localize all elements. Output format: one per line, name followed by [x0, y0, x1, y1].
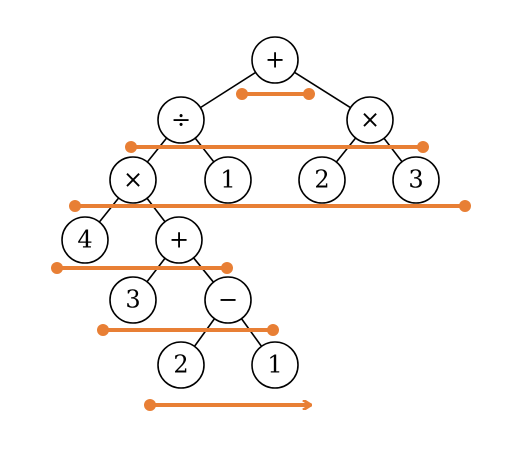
- edge-divide-to-times-left: [146, 137, 168, 163]
- tree-node-times-right: ×: [346, 96, 394, 144]
- node-circle: [157, 341, 205, 389]
- node-circle: [392, 156, 440, 204]
- tree-node-two-a: 2: [298, 156, 346, 204]
- edge-times-left-to-plus-inner: [146, 197, 166, 223]
- edge-minus-to-two-b: [193, 318, 216, 347]
- tree-node-four: 4: [61, 216, 109, 264]
- tree-node-plus-inner: +: [155, 216, 203, 264]
- traversal-line-level-0: [236, 88, 315, 100]
- traversal-line-level-3: [51, 262, 233, 274]
- traversal-line-level-1: [125, 141, 429, 153]
- tree-edges: [98, 71, 403, 347]
- node-circle: [346, 96, 394, 144]
- node-circle: [109, 276, 157, 324]
- traversal-start-dot: [144, 399, 156, 411]
- node-circle: [61, 216, 109, 264]
- edge-divide-to-one-a: [194, 137, 215, 163]
- traversal-end-dot: [417, 141, 429, 153]
- node-circle: [251, 36, 299, 84]
- tree-node-root-plus: +: [251, 36, 299, 84]
- node-circle: [109, 156, 157, 204]
- node-label: 4: [77, 226, 92, 254]
- node-circle: [204, 156, 252, 204]
- edge-times-right-to-two-a: [335, 137, 357, 163]
- node-label: 2: [314, 166, 329, 194]
- node-circle: [251, 341, 299, 389]
- tree-node-one-b: 1: [251, 341, 299, 389]
- node-circle: [155, 216, 203, 264]
- tree-node-three-b: 3: [109, 276, 157, 324]
- tree-node-one-a: 1: [204, 156, 252, 204]
- traversal-start-dot: [236, 88, 248, 100]
- tree-node-two-b: 2: [157, 341, 205, 389]
- edge-root-plus-to-divide: [199, 71, 257, 109]
- traversal-line-level-2: [69, 200, 471, 212]
- traversal-line-level-5: [144, 399, 312, 411]
- node-label: ×: [123, 166, 143, 194]
- node-label: +: [265, 46, 285, 74]
- node-circle: [204, 276, 252, 324]
- tree-node-minus: −: [204, 276, 252, 324]
- tree-node-three-a: 3: [392, 156, 440, 204]
- tree-node-times-left: ×: [109, 156, 157, 204]
- edge-minus-to-one-b: [240, 318, 263, 347]
- level-order-traversal-lines: [51, 88, 471, 411]
- node-label: 1: [220, 166, 235, 194]
- traversal-line-level-4: [97, 324, 279, 336]
- edge-times-left-to-four: [98, 197, 120, 223]
- node-label: 3: [125, 286, 140, 314]
- traversal-start-dot: [97, 324, 109, 336]
- node-label: 2: [173, 351, 188, 379]
- traversal-end-dot: [303, 88, 315, 100]
- tree-nodes: + ÷ × × 1 2 3 4 +3 − 2 1: [61, 36, 440, 389]
- node-label: 1: [267, 351, 282, 379]
- node-circle: [157, 96, 205, 144]
- node-label: +: [169, 226, 189, 254]
- node-circle: [298, 156, 346, 204]
- traversal-start-dot: [69, 200, 81, 212]
- node-label: −: [218, 286, 238, 314]
- node-label: ×: [360, 106, 380, 134]
- edge-times-right-to-three-a: [383, 137, 403, 163]
- traversal-start-dot: [51, 262, 63, 274]
- traversal-end-dot: [267, 324, 279, 336]
- node-label: 3: [408, 166, 423, 194]
- tree-node-divide: ÷: [157, 96, 205, 144]
- node-label: ÷: [171, 106, 191, 134]
- traversal-end-dot: [459, 200, 471, 212]
- traversal-start-dot: [125, 141, 137, 153]
- edge-root-plus-to-times-right: [294, 71, 351, 109]
- traversal-end-dot: [221, 262, 233, 274]
